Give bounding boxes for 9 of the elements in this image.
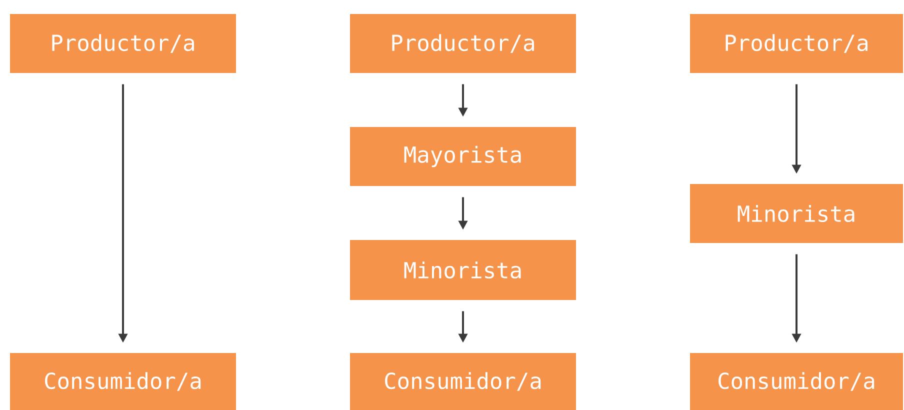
process-box: Productor/a: [690, 14, 903, 73]
process-box: Minorista: [690, 184, 903, 243]
process-box: Mayorista: [350, 127, 576, 186]
process-box: Consumidor/a: [10, 353, 236, 410]
process-box: Minorista: [350, 240, 576, 300]
process-box: Productor/a: [350, 14, 576, 73]
process-box: Productor/a: [10, 14, 236, 73]
process-box: Consumidor/a: [350, 353, 576, 410]
process-box: Consumidor/a: [690, 353, 903, 410]
